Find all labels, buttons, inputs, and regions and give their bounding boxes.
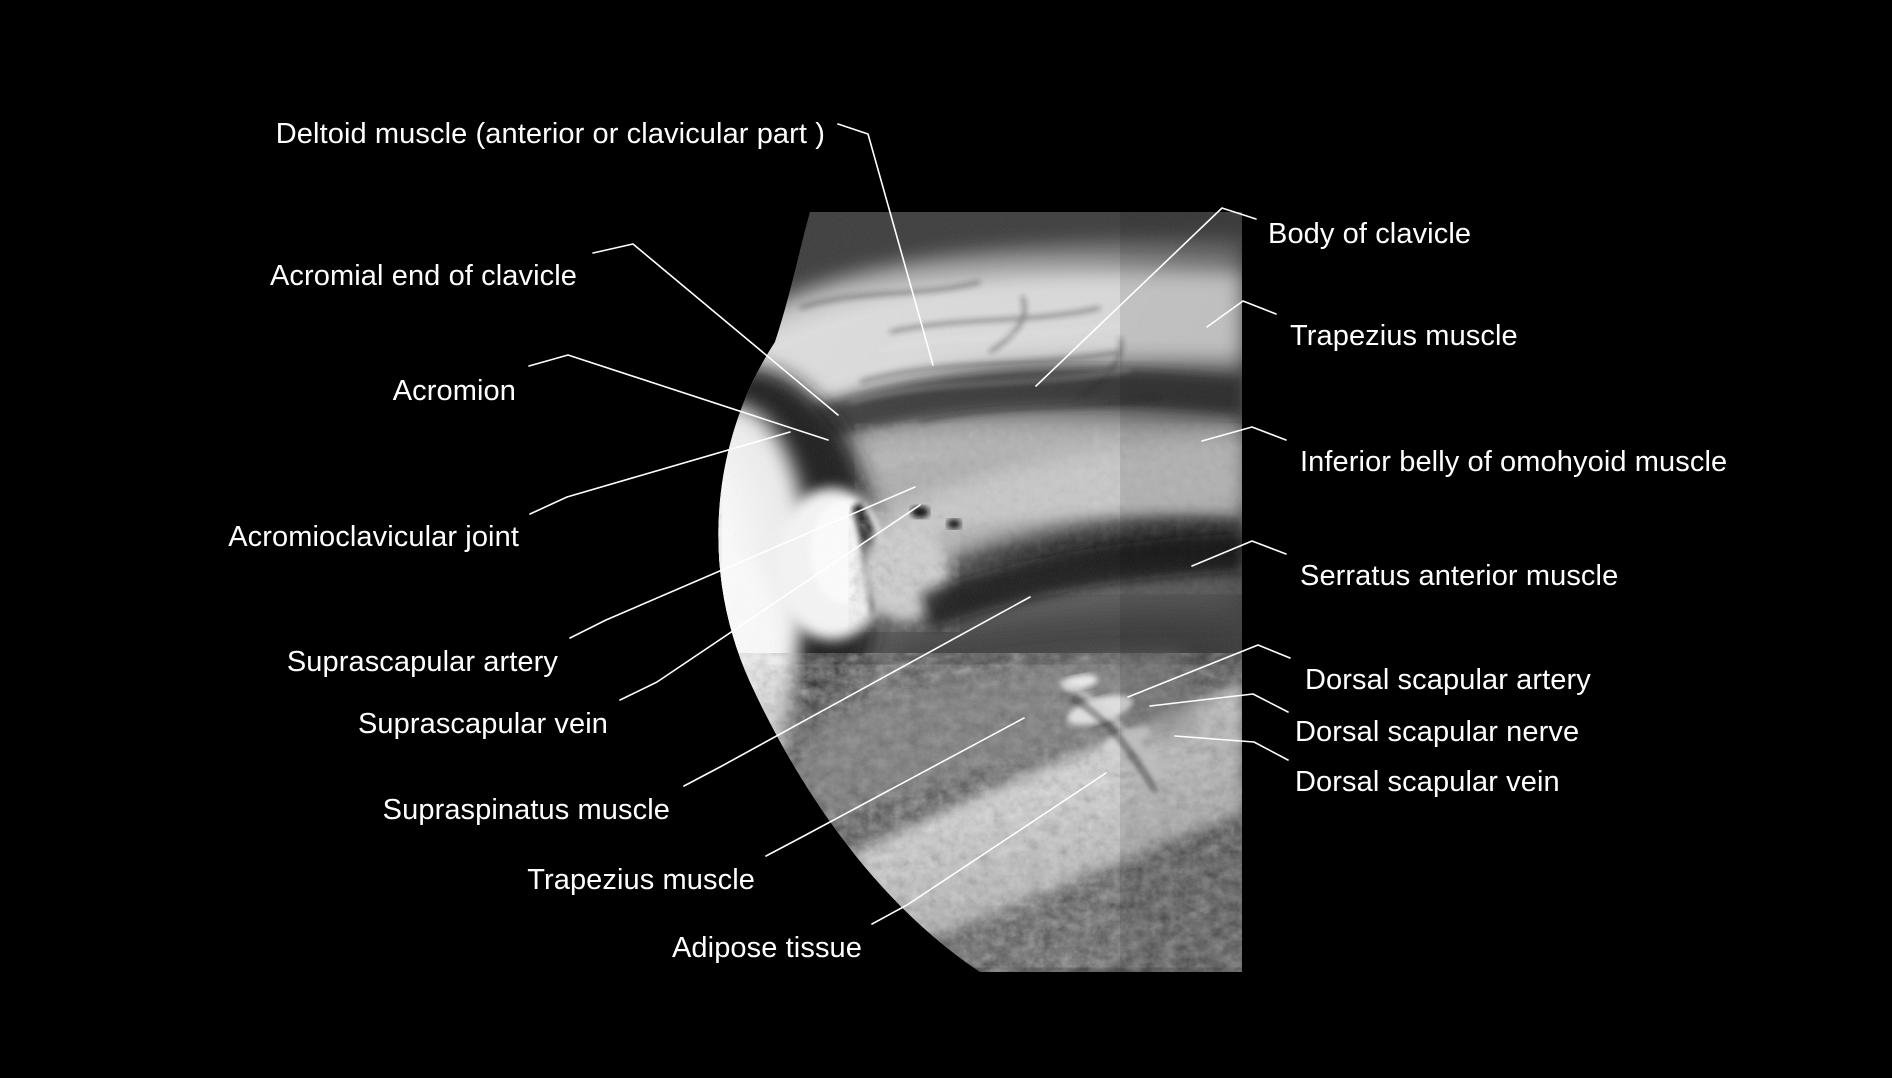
mri-scan-image [560,212,1242,972]
label-dorsal-scapular-nerve: Dorsal scapular nerve [1295,716,1580,748]
label-adipose-tissue: Adipose tissue [671,932,862,964]
label-inferior-belly-of-omohyoid-muscle: Inferior belly of omohyoid muscle [1300,446,1728,478]
label-dorsal-scapular-artery: Dorsal scapular artery [1305,664,1591,696]
mri-scan-svg [560,212,1242,972]
label-trapezius-muscle-upper: Trapezius muscle [1290,320,1518,352]
label-deltoid-muscle: Deltoid muscle (anterior or clavicular p… [275,118,825,150]
label-trapezius-muscle-lower: Trapezius muscle [527,864,755,896]
label-acromial-end-of-clavicle: Acromial end of clavicle [269,260,577,292]
label-supraspinatus-muscle: Supraspinatus muscle [382,794,670,826]
label-dorsal-scapular-vein: Dorsal scapular vein [1295,766,1560,798]
label-acromion: Acromion [392,375,516,407]
label-acromioclavicular-joint: Acromioclavicular joint [228,521,519,553]
label-suprascapular-artery: Suprascapular artery [286,646,558,678]
label-suprascapular-vein: Suprascapular vein [357,708,608,740]
label-serratus-anterior-muscle: Serratus anterior muscle [1300,560,1619,592]
label-body-of-clavicle: Body of clavicle [1268,218,1472,250]
